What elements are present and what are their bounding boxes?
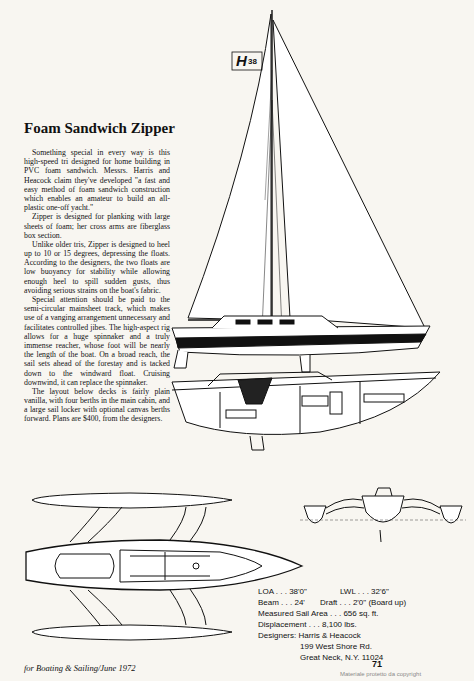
body-paragraph: Zipper is designed for planking with lar… bbox=[24, 212, 170, 240]
body-paragraph: Something special in every way is this h… bbox=[24, 148, 170, 212]
article-column: Something special in every way is this h… bbox=[24, 148, 170, 424]
spec-line: Displacement . . . 8,100 lbs. bbox=[258, 621, 357, 630]
spec-line: LOA . . . 38'0" bbox=[258, 588, 307, 597]
body-paragraph: Unlike older tris, Zipper is designed to… bbox=[24, 240, 170, 295]
body-paragraph: Special attention should be paid to the … bbox=[24, 295, 170, 387]
body-paragraph: The layout below decks is fairly plain v… bbox=[24, 387, 170, 424]
spec-line: LWL . . . 32'6" bbox=[340, 588, 389, 597]
spec-line: Beam . . . 24' bbox=[258, 599, 305, 608]
spec-line: 199 West Shore Rd. bbox=[300, 643, 372, 652]
sail-logo: H bbox=[236, 53, 247, 70]
spec-line: Great Neck, N.Y. 11024 bbox=[300, 654, 383, 663]
article-title: Foam Sandwich Zipper bbox=[24, 120, 175, 137]
spec-line: Measured Sail Area . . . 656 sq. ft. bbox=[258, 610, 379, 619]
page-footer: for Boating & Sailing/June 1972 bbox=[24, 664, 135, 673]
page-number: 71 bbox=[372, 660, 382, 670]
sail-number: 38 bbox=[248, 58, 257, 67]
spec-line: Draft . . . 2'0" (Board up) bbox=[320, 599, 406, 608]
spec-line: Designers: Harris & Heacock bbox=[258, 632, 361, 641]
watermark: Materiale protetto da copyright bbox=[340, 671, 421, 678]
